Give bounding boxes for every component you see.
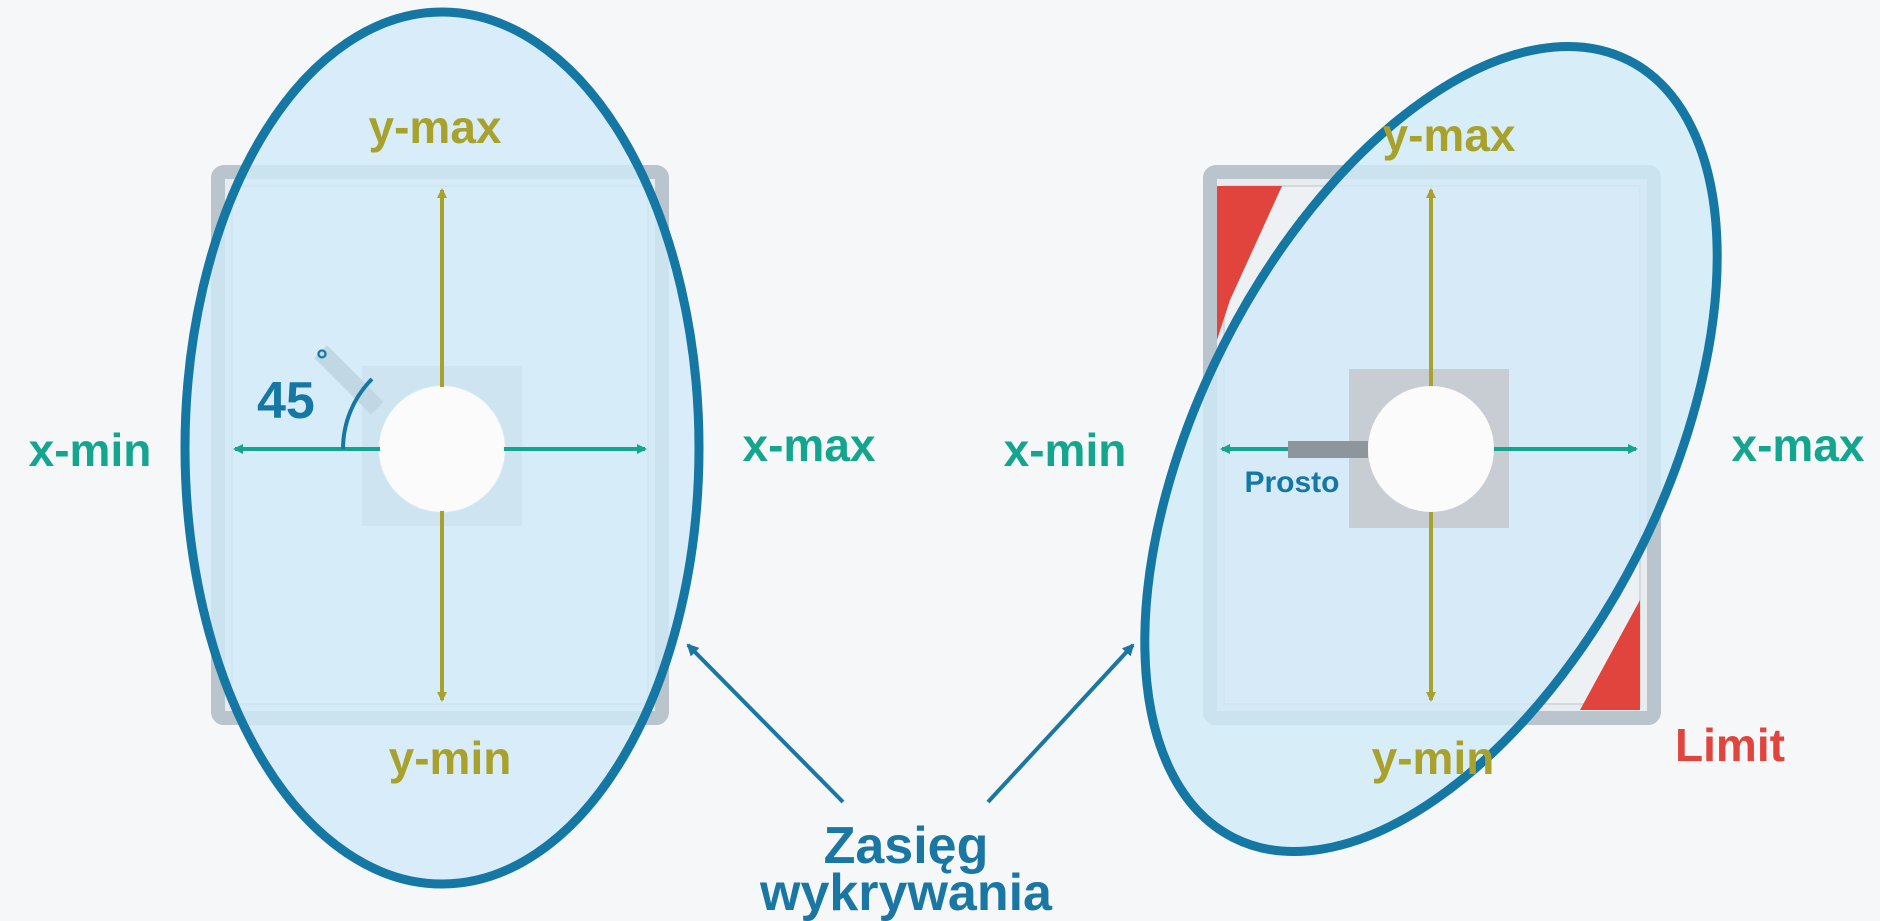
right-y-min-label: y-min	[1372, 732, 1495, 784]
callout-arrow-right	[986, 643, 1135, 804]
right-sensor-head	[1368, 386, 1494, 512]
right-diagram: y-max y-min x-min x-max Prosto Limit	[1004, 41, 1865, 857]
left-angle-arc	[341, 377, 374, 450]
left-y-min-label: y-min	[389, 732, 512, 784]
left-angle-label: 45	[257, 372, 315, 430]
right-y-max-label: y-max	[1383, 109, 1516, 161]
left-x-min-label: x-min	[29, 424, 152, 476]
left-diagram: 45 ° y-max y-min x-min x-max	[29, 7, 876, 889]
callout-arrow-left	[686, 643, 845, 804]
right-limit-zone-bottom-right	[1580, 600, 1640, 710]
right-limit-label: Limit	[1675, 719, 1785, 771]
left-degree-sign: °	[316, 344, 328, 377]
detection-range-callout: Zasięg wykrywania	[686, 643, 1135, 921]
right-sensor-lens	[1288, 441, 1368, 458]
left-sensor-head-top	[380, 387, 504, 511]
right-orientation-label: Prosto	[1244, 466, 1339, 499]
right-limit-zone-top-left	[1217, 186, 1282, 340]
callout-label-line2: wykrywania	[759, 864, 1053, 921]
left-x-max-label: x-max	[743, 419, 876, 471]
right-x-min-label: x-min	[1004, 424, 1127, 476]
callout-label-line1: Zasięg	[824, 817, 989, 875]
left-y-max-label: y-max	[369, 101, 502, 153]
right-x-max-label: x-max	[1732, 419, 1865, 471]
